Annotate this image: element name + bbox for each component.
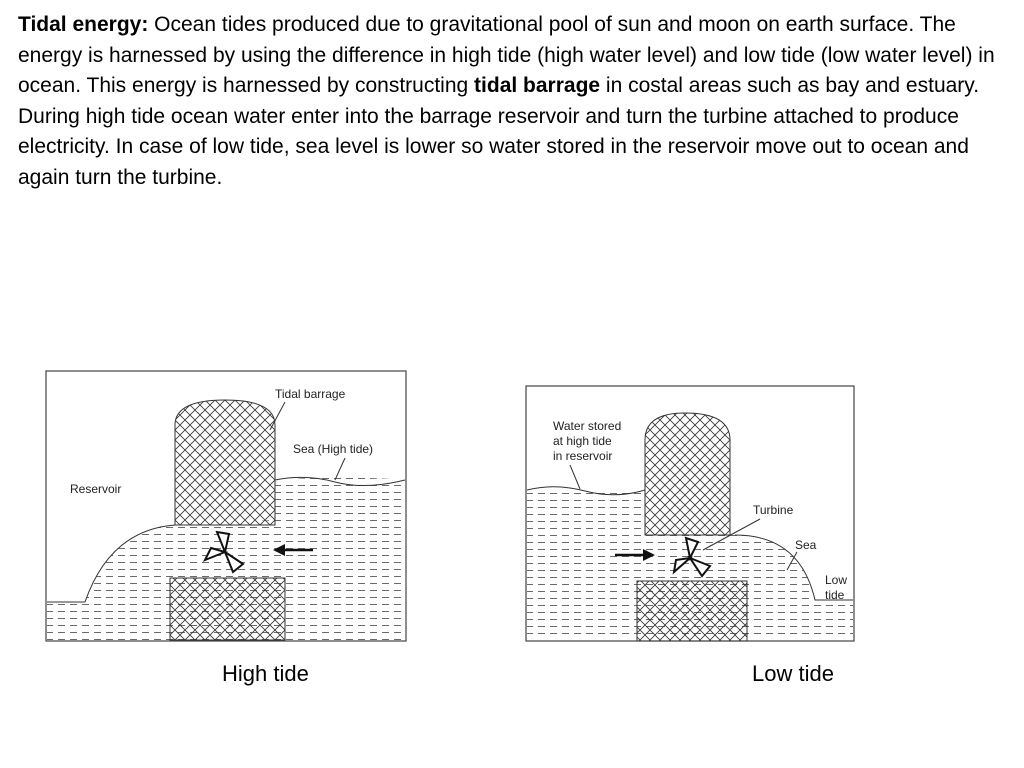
label-water-stored-3: in reservoir [553, 449, 612, 463]
label-low-tide-1: Low [825, 573, 847, 587]
label-sea: Sea [795, 538, 817, 552]
channel-edge [47, 524, 176, 603]
reservoir-surface [526, 486, 646, 496]
pointer-line [569, 464, 581, 490]
label-water-stored-1: Water stored [553, 419, 621, 433]
label-tidal-barrage: Tidal barrage [275, 387, 346, 401]
label-water-stored-2: at high tide [553, 434, 612, 448]
turbine-icon [672, 536, 712, 578]
pointer-line [269, 401, 286, 431]
high-tide-diagram: Tidal barrage Sea (High tide) Reservoir [45, 370, 407, 642]
barrage-lower [636, 580, 748, 642]
water [527, 487, 853, 640]
caption-high-tide: High tide [222, 661, 309, 686]
pointer-line [334, 457, 346, 481]
barrage-lower [169, 577, 286, 641]
caption-low-tide: Low tide [752, 661, 834, 686]
description-paragraph: Tidal energy: Ocean tides produced due t… [18, 10, 1018, 194]
label-turbine: Turbine [753, 503, 794, 517]
label-reservoir: Reservoir [70, 482, 121, 496]
paragraph-text-2: in costal areas such as bay and estuary.… [18, 74, 980, 189]
sea-surface [274, 476, 406, 487]
label-sea-high-tide: Sea (High tide) [293, 442, 373, 456]
term-tidal-energy: Tidal energy: [18, 13, 149, 36]
channel-edge [734, 534, 853, 601]
paragraph-text-1: Ocean tides produced due to gravitationa… [18, 13, 995, 98]
barrage-upper [644, 412, 731, 536]
flow-arrow-icon [615, 549, 655, 561]
term-tidal-barrage: tidal barrage [474, 74, 601, 98]
pointer-line [702, 518, 761, 551]
label-low-tide-2: tide [825, 588, 845, 602]
pointer-line [786, 551, 798, 571]
flow-arrow-icon [273, 544, 313, 556]
turbine-icon [202, 530, 245, 574]
low-tide-diagram: Water stored at high tide in reservoir T… [525, 385, 855, 642]
water [47, 477, 405, 640]
barrage-upper [174, 399, 276, 526]
